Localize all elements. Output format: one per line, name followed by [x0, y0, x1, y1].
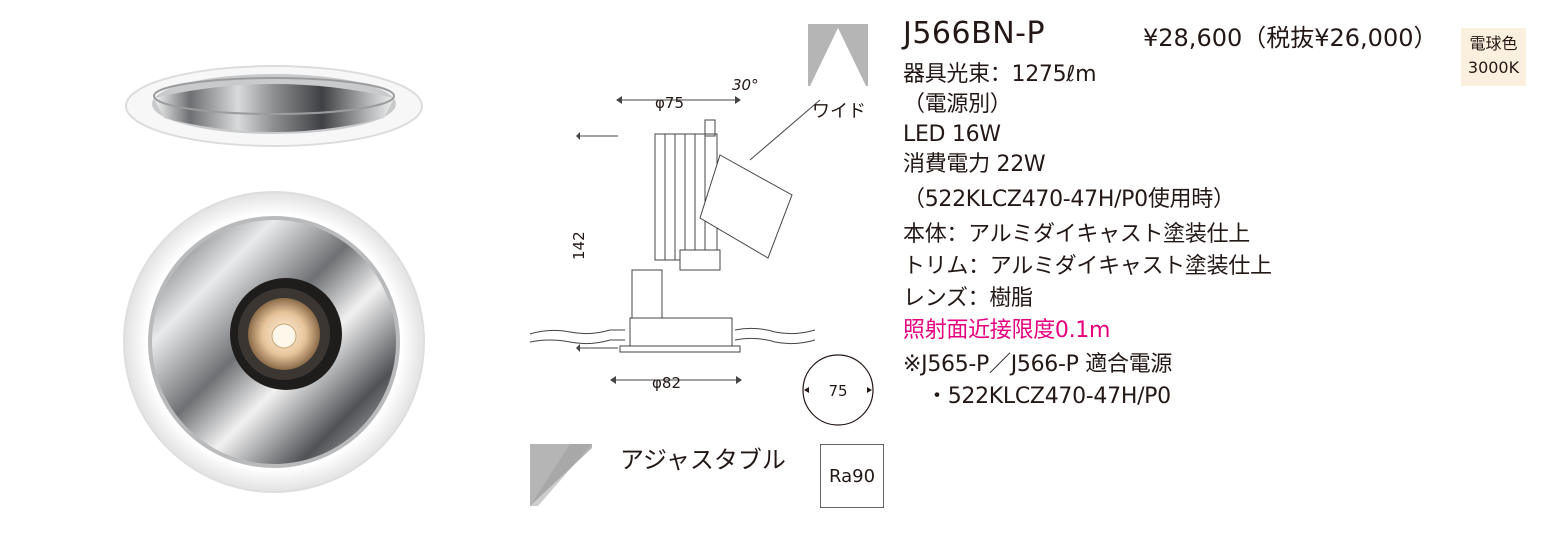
cutout-label: 75: [828, 382, 847, 400]
dim-bottom-label: φ82: [652, 374, 681, 392]
adjustable-label: アジャスタブル: [620, 446, 786, 474]
angle-label: 30°: [732, 76, 759, 94]
dim-top-label: φ75: [655, 94, 684, 112]
spec-line: （電源別）: [903, 92, 1012, 117]
model-number: J566BN-P: [903, 16, 1046, 51]
spec-line: トリム：アルミダイキャスト塗装仕上: [903, 254, 1272, 279]
spec-line: レンズ：樹脂: [903, 286, 1033, 311]
ra-badge: Ra90: [820, 444, 884, 508]
dimension-drawing: φ75 30° 142 φ82: [529, 76, 821, 392]
adjustable-icon: [530, 444, 592, 506]
color-temperature-badge: 電球色 3000K: [1461, 28, 1526, 86]
beam-label: ワイド: [812, 101, 866, 122]
spec-line: 器具光束：1275ℓm: [903, 62, 1097, 87]
color-kelvin: 3000K: [1467, 58, 1520, 77]
price: ¥28,600（税抜¥26,000）: [1143, 24, 1438, 52]
color-name: 電球色: [1469, 34, 1518, 53]
height-label: 142: [570, 231, 588, 260]
power-note: ※J565-P／J566-P 適合電源: [903, 352, 1173, 377]
spec-line: 消費電力 22W: [903, 152, 1046, 177]
wide-beam-icon: [808, 24, 868, 86]
proximity-limit: 照射面近接限度0.1m: [903, 318, 1111, 343]
spec-line: LED 16W: [903, 122, 1001, 147]
power-model: ・522KLCZ470-47H/P0: [926, 384, 1171, 409]
product-photo-side: [125, 65, 423, 147]
spec-line: 本体：アルミダイキャスト塗装仕上: [903, 222, 1250, 247]
spec-line: （522KLCZ470-47H/P0使用時）: [903, 187, 1235, 212]
product-photo-front: [123, 191, 425, 493]
cutout-circle: 75: [802, 354, 874, 426]
